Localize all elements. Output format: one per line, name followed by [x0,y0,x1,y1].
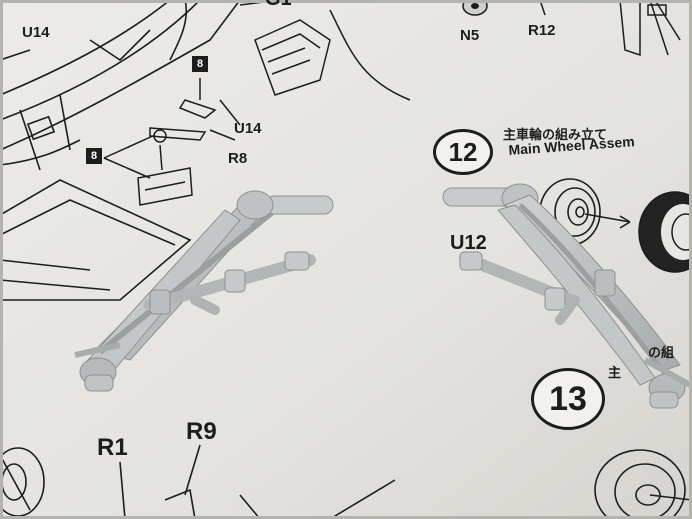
label-r9: R9 [186,418,217,445]
landing-gear-part-right [442,183,692,409]
wheel-drawing-bottom-right [594,449,692,519]
marker-box-upper: 8 [192,56,208,72]
step-12-number: 12 [448,136,478,167]
step-12-badge: 12 [433,129,493,175]
step-12-title-jp: 主車輪の組み立て [503,127,608,142]
aircraft-fuselage-drawing [0,0,241,171]
landing-gear-part-left [74,190,334,392]
bracket-parts-drawing [103,78,241,206]
lower-leader-lines [119,444,396,519]
label-u14-top: U14 [22,24,50,41]
leg-drawing-top-right [619,0,681,57]
tire-drawing [638,191,692,273]
label-g1-partial: G1 [265,0,292,11]
wing-drawing [0,179,192,301]
step-13-number: 13 [549,379,587,418]
step-13-badge: 13 [531,368,605,430]
label-r12: R12 [528,22,556,39]
step-13-fragment-left: 主 [608,365,622,380]
label-u12: U12 [450,232,487,254]
step-13-title-fragment: の組 [648,345,675,360]
marker-box-lower: 8 [86,148,102,164]
label-n5: N5 [460,27,480,44]
label-r1: R1 [97,434,128,461]
label-r8: R8 [228,150,248,167]
top-part-drawing [239,0,411,101]
label-u14-mid: U14 [234,120,262,137]
